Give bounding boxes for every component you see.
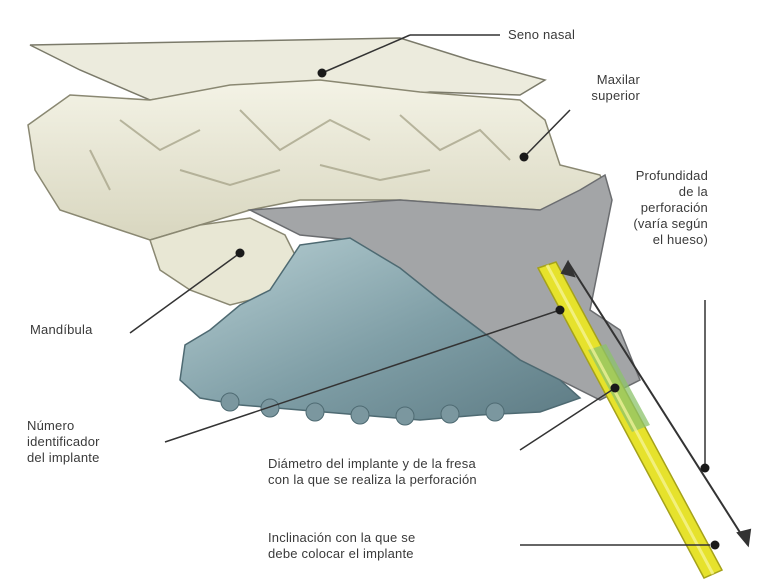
label-mandible: Mandíbula bbox=[30, 322, 93, 338]
label-implant-number: Número identificador del implante bbox=[27, 418, 100, 466]
label-maxilla: Maxilar superior bbox=[560, 72, 640, 104]
label-diameter: Diámetro del implante y de la fresa con … bbox=[268, 456, 477, 488]
label-sinus: Seno nasal bbox=[508, 27, 575, 43]
label-depth: Profundidad de la perforación (varía seg… bbox=[618, 168, 708, 248]
label-inclination: Inclinación con la que se debe colocar e… bbox=[268, 530, 415, 562]
